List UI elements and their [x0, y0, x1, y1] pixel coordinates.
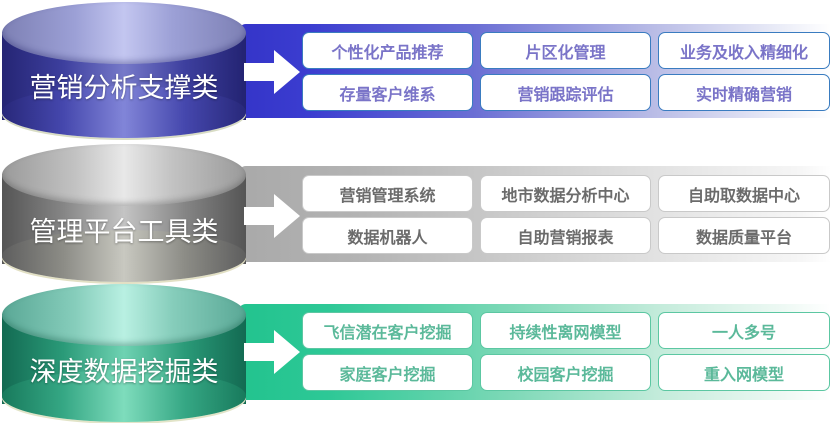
category-label: 管理平台工具类 — [29, 217, 219, 248]
category-label: 深度数据挖掘类 — [29, 357, 219, 388]
item-box: 片区化管理 — [480, 32, 651, 69]
item-box: 营销管理系统 — [302, 175, 473, 212]
database-cylinder-icon: 营销分析支撑类 — [2, 2, 246, 138]
item-box: 校园客户挖掘 — [480, 354, 651, 391]
item-box: 家庭客户挖掘 — [302, 354, 473, 391]
item-box: 实时精确营销 — [658, 74, 830, 111]
item-box: 业务及收入精细化 — [658, 32, 830, 69]
item-box: 存量客户维系 — [302, 74, 473, 111]
item-grid: 飞信潜在客户挖掘 持续性离网模型 一人多号 家庭客户挖掘 校园客户挖掘 重入网模… — [302, 312, 831, 391]
item-box: 数据质量平台 — [658, 217, 830, 254]
item-box: 自助营销报表 — [480, 217, 651, 254]
item-box: 自助取数据中心 — [658, 175, 830, 212]
item-box: 个性化产品推荐 — [302, 32, 473, 69]
database-cylinder-icon: 管理平台工具类 — [2, 144, 246, 282]
category-row-marketing: 营销分析支撑类 个性化产品推荐 片区化管理 业务及收入精细化 存量客户维系 营销… — [0, 0, 831, 140]
item-grid: 个性化产品推荐 片区化管理 业务及收入精细化 存量客户维系 营销跟踪评估 实时精… — [302, 32, 831, 111]
category-row-platform-tools: 管理平台工具类 营销管理系统 地市数据分析中心 自助取数据中心 数据机器人 自助… — [0, 142, 831, 284]
right-arrow-icon — [244, 330, 300, 374]
category-row-data-mining: 深度数据挖掘类 飞信潜在客户挖掘 持续性离网模型 一人多号 家庭客户挖掘 校园客… — [0, 282, 831, 423]
item-box: 营销跟踪评估 — [480, 74, 651, 111]
item-grid: 营销管理系统 地市数据分析中心 自助取数据中心 数据机器人 自助营销报表 数据质… — [302, 175, 831, 254]
database-cylinder-icon: 深度数据挖掘类 — [2, 284, 246, 422]
item-box: 数据机器人 — [302, 217, 473, 254]
item-box: 地市数据分析中心 — [480, 175, 651, 212]
item-box: 重入网模型 — [658, 354, 830, 391]
item-box: 飞信潜在客户挖掘 — [302, 312, 473, 349]
right-arrow-icon — [244, 194, 300, 238]
item-box: 持续性离网模型 — [480, 312, 651, 349]
item-box: 一人多号 — [658, 312, 830, 349]
category-label: 营销分析支撑类 — [29, 73, 219, 104]
right-arrow-icon — [244, 50, 300, 94]
